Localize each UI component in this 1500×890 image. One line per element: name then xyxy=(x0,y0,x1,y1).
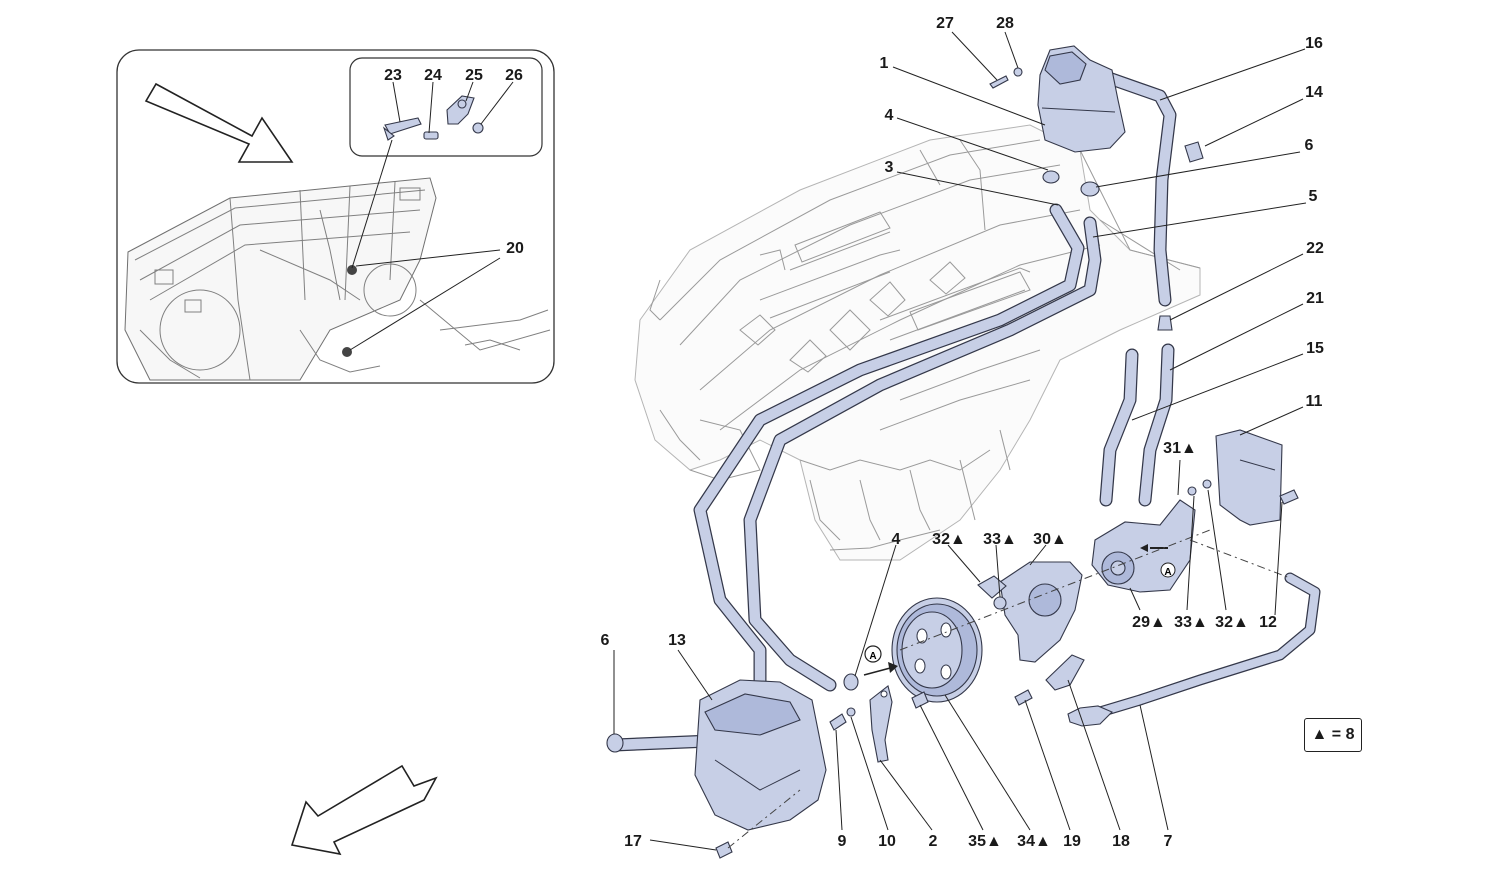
parts: A xyxy=(606,45,1299,859)
label-14: 14 xyxy=(1305,84,1323,101)
label-33-upper: 33▲ xyxy=(983,531,1017,548)
label-16: 16 xyxy=(1305,35,1323,52)
label-32-lower: 32▲ xyxy=(1215,614,1249,631)
label-11: 11 xyxy=(1306,393,1323,410)
detail-inset xyxy=(116,49,555,384)
label-29: 29▲ xyxy=(1132,614,1166,631)
label-33-lower: 33▲ xyxy=(1174,614,1208,631)
label-27: 27 xyxy=(936,15,954,32)
label-4-low: 4 xyxy=(892,531,901,548)
callout-labels: 23 24 25 26 20 27 28 1 4 3 16 14 6 5 22 … xyxy=(384,15,1324,850)
legend-text: ▲ = 8 xyxy=(1311,726,1355,743)
chassis-frame-drawing xyxy=(124,177,551,381)
label-34: 34▲ xyxy=(1017,833,1051,850)
label-23: 23 xyxy=(384,67,402,84)
label-7: 7 xyxy=(1164,833,1173,850)
legend-box: ▲ = 8 xyxy=(1304,718,1362,752)
label-13: 13 xyxy=(668,632,686,649)
label-17: 17 xyxy=(624,833,642,850)
direction-arrow-icon xyxy=(290,764,438,856)
label-18: 18 xyxy=(1112,833,1130,850)
leader-lines xyxy=(613,31,1307,851)
label-1: 1 xyxy=(880,55,889,72)
label-2: 2 xyxy=(929,833,938,850)
reference-circle-icon: A xyxy=(869,651,876,662)
label-6-top: 6 xyxy=(1305,137,1314,154)
label-25: 25 xyxy=(465,67,483,84)
engine-drawing xyxy=(634,124,1201,561)
label-30: 30▲ xyxy=(1033,531,1067,548)
label-21: 21 xyxy=(1306,290,1324,307)
label-15: 15 xyxy=(1306,340,1324,357)
reference-circle-icon: A xyxy=(1164,567,1171,578)
label-9: 9 xyxy=(838,833,847,850)
label-28: 28 xyxy=(996,15,1014,32)
label-10: 10 xyxy=(878,833,896,850)
label-12: 12 xyxy=(1259,614,1277,631)
label-26: 26 xyxy=(505,67,523,84)
label-24: 24 xyxy=(424,67,442,84)
label-32-upper: 32▲ xyxy=(932,531,966,548)
label-19: 19 xyxy=(1063,833,1081,850)
label-6-low: 6 xyxy=(601,632,610,649)
label-3: 3 xyxy=(885,159,894,176)
label-5: 5 xyxy=(1309,188,1318,205)
label-20: 20 xyxy=(506,240,524,257)
label-4-top: 4 xyxy=(885,107,894,124)
direction-arrow-icon xyxy=(144,82,294,163)
label-31: 31▲ xyxy=(1163,440,1197,457)
label-22: 22 xyxy=(1306,240,1324,257)
label-35: 35▲ xyxy=(968,833,1002,850)
